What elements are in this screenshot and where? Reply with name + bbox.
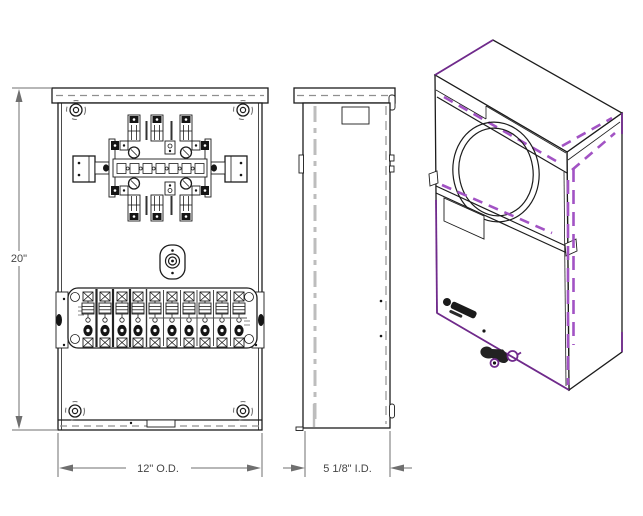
bottom-foot	[295, 426, 304, 431]
width-dimension-label: 12" O.D.	[137, 463, 179, 475]
depth-dimension: 5 1/8" I.D.	[283, 431, 412, 477]
bottom-knockout-tab	[146, 419, 176, 428]
height-dimension-label: 20"	[11, 253, 27, 265]
terminal-block	[55, 287, 265, 349]
side-top-cap	[293, 87, 396, 104]
right-hook	[389, 154, 395, 162]
right-lug-plate	[224, 155, 248, 183]
right-hook	[389, 165, 395, 173]
isometric-view	[428, 39, 624, 392]
sealing-latch	[480, 346, 522, 368]
side-enclosure-body	[302, 102, 391, 429]
meter-socket-jaw-assembly	[72, 114, 248, 222]
left-mounting-tab	[298, 154, 304, 174]
side-view: 5 1/8" I.D.	[283, 87, 412, 477]
iso-cap-seam	[435, 89, 568, 174]
latch-bump-side	[389, 403, 395, 419]
height-dimension: 20"	[11, 87, 57, 431]
iso-lower-panel	[443, 197, 485, 240]
front-view: 20" 12" O.D.	[11, 87, 269, 477]
cover-screw	[482, 329, 486, 333]
width-dimension: 12" O.D.	[57, 433, 263, 477]
jaw-screws	[127, 146, 193, 190]
front-top-cap	[51, 87, 269, 104]
left-lug-plate	[72, 155, 96, 183]
side-knockout	[341, 106, 370, 125]
depth-dimension-label: 5 1/8" I.D.	[323, 463, 372, 475]
ground-stud	[159, 244, 186, 280]
brand-logo	[443, 298, 477, 319]
meter-window-ring	[452, 121, 540, 223]
